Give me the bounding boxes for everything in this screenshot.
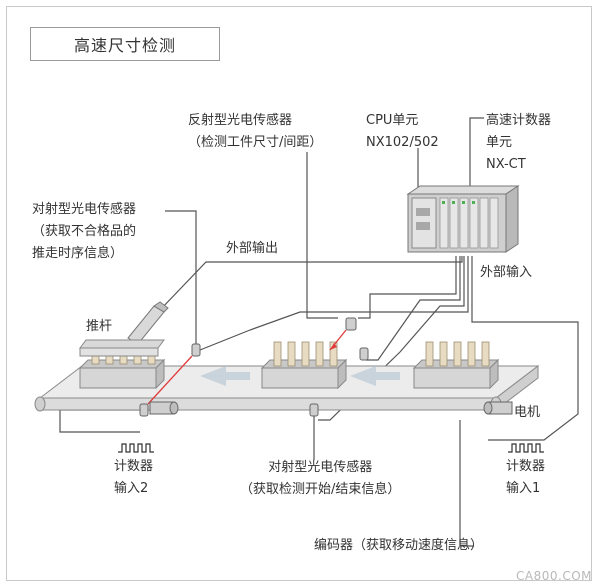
sensor-top-left [139, 343, 201, 417]
label-line: 计数器 [114, 459, 154, 474]
leader-encoder [459, 420, 474, 547]
label-external-output: 外部输出 [226, 241, 279, 256]
label-line: NX-CT [486, 157, 526, 172]
label-motor: 电机 [514, 405, 541, 420]
label-thru-sensor-top: 对射型光电传感器 （获取不合格品的 推走时序信息） [32, 199, 136, 265]
label-line: 计数器 [506, 459, 546, 474]
roller-left [149, 401, 179, 415]
leader-thru-sensor-top [165, 210, 197, 345]
label-thru-sensor-bottom: 对射型光电传感器 （获取检测开始/结束信息） [240, 457, 400, 501]
label-line: NX102/502 [366, 135, 439, 150]
label-line: （获取检测开始/结束信息） [240, 482, 401, 497]
label-line: 反射型光电传感器 [188, 113, 293, 128]
pulse-icon-input-2 [118, 443, 154, 453]
wire-input-1 [471, 256, 579, 441]
label-line: （获取不合格品的 [32, 224, 137, 239]
plc-controller [406, 185, 520, 253]
label-counter-input-1: 计数器 输入1 [506, 456, 545, 500]
workpiece-middle [260, 341, 348, 390]
wire-thru-mid [366, 256, 461, 361]
pusher-rod [127, 301, 169, 345]
wire-reflective [358, 256, 457, 319]
wire-input-2 [59, 409, 148, 433]
label-line: CPU单元 [366, 113, 419, 128]
leader-reflective-sensor [306, 152, 338, 319]
pulse-icon-input-1 [508, 443, 544, 453]
label-counter-input-2: 计数器 输入2 [114, 456, 153, 500]
wire-bottom-sensor [318, 256, 465, 421]
label-cpu-unit: CPU单元 NX102/502 [366, 110, 439, 154]
workpiece-right [412, 341, 500, 390]
label-line: 对射型光电传感器 [32, 202, 137, 217]
sensor-reflective [329, 317, 357, 351]
label-line: 高速计数器 [486, 113, 552, 128]
sensor-bottom-middle [309, 347, 369, 417]
label-pusher: 推杆 [86, 319, 113, 334]
watermark: CA800.COM [516, 569, 592, 583]
encoder-motor [483, 401, 513, 415]
label-line: 对射型光电传感器 [268, 460, 373, 475]
label-line: （检测工件尺寸/间距） [188, 135, 323, 150]
label-counter-unit: 高速计数器 单元 NX-CT [486, 110, 551, 176]
diagram-frame [6, 6, 592, 581]
label-encoder: 编码器（获取移动速度信息） [314, 538, 484, 553]
wire-top-sensor [199, 256, 469, 351]
label-line: 输入1 [506, 481, 541, 496]
label-line: 输入2 [114, 481, 149, 496]
wire-external-output [159, 256, 463, 311]
label-reflective-sensor: 反射型光电传感器 （检测工件尺寸/间距） [188, 110, 322, 154]
label-external-input: 外部输入 [480, 265, 533, 280]
label-line: 单元 [486, 135, 513, 150]
leader-counter [469, 117, 484, 190]
flow-arrows [200, 366, 400, 386]
diagram-title: 高速尺寸检测 [30, 27, 220, 61]
workpiece-left [78, 339, 166, 390]
label-line: 推走时序信息） [32, 246, 124, 261]
